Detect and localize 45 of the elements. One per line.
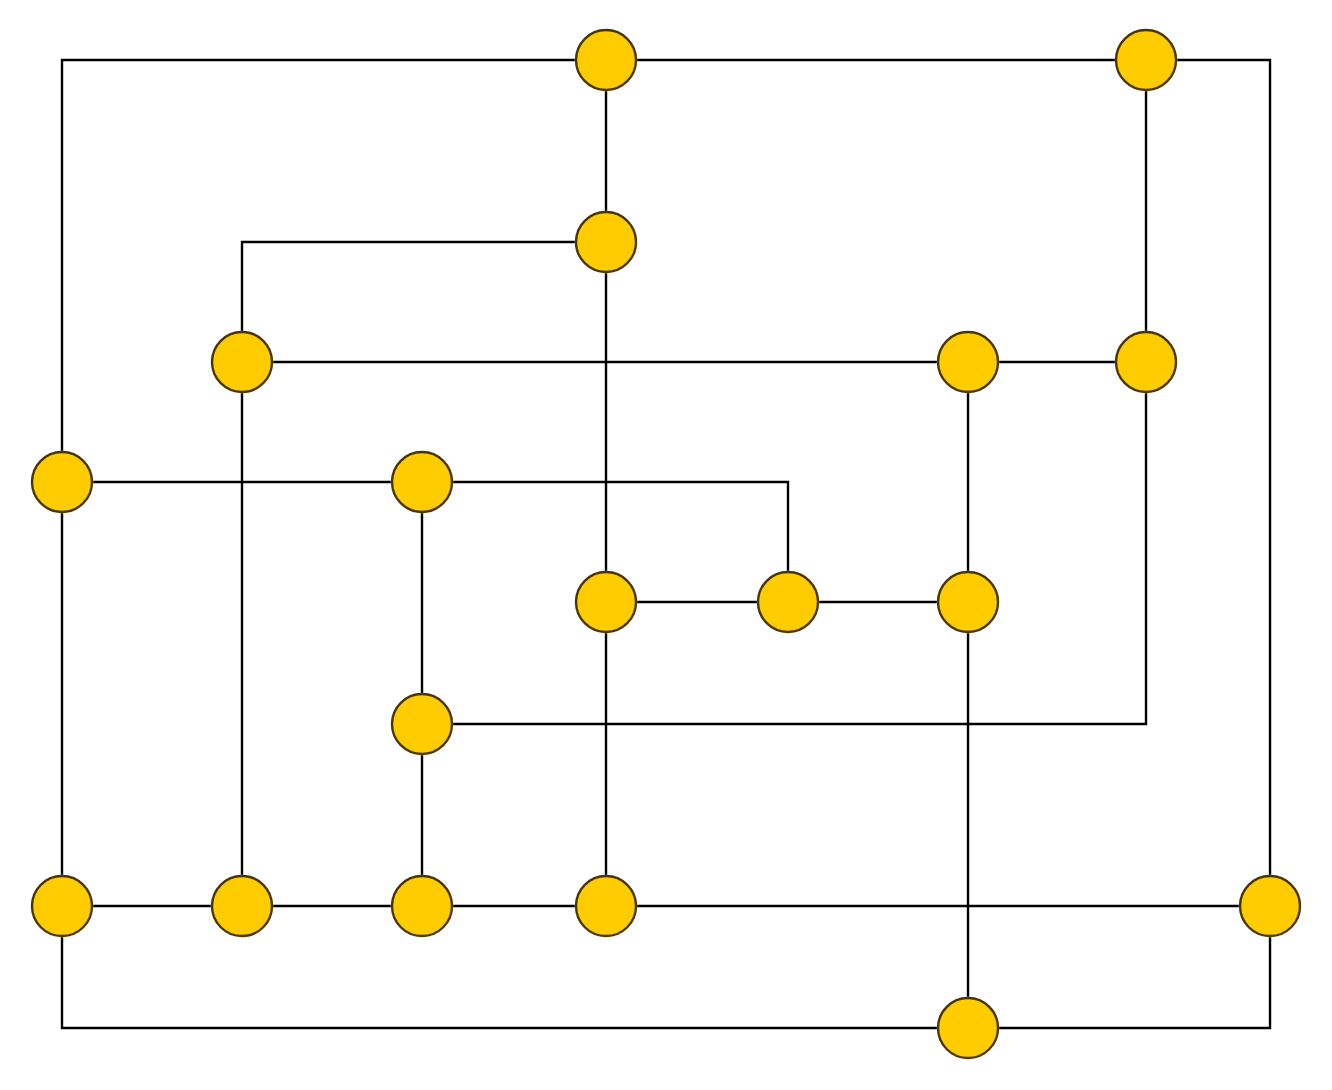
- connector-line: [60, 58, 575, 451]
- connector-line: [453, 393, 1148, 726]
- node-circle: [30, 450, 94, 514]
- node-circle: [30, 874, 94, 938]
- connector-line: [999, 360, 1115, 364]
- connector-line: [240, 393, 244, 875]
- node-circle: [1114, 28, 1178, 92]
- connector-line: [453, 904, 575, 908]
- connector-line: [1144, 91, 1148, 331]
- connector-line: [273, 904, 391, 908]
- node-circle: [390, 450, 454, 514]
- connector-line: [966, 393, 970, 571]
- connector-line: [637, 904, 1239, 908]
- node-circle: [210, 874, 274, 938]
- node-circle: [1114, 330, 1178, 394]
- connector-line: [273, 360, 937, 364]
- node-circle: [936, 570, 1000, 634]
- node-circle: [574, 570, 638, 634]
- node-circle: [390, 692, 454, 756]
- connector-line: [637, 58, 1115, 62]
- connector-line: [966, 633, 970, 997]
- node-circle: [1238, 874, 1302, 938]
- connector-line: [604, 91, 608, 211]
- connector-line: [604, 273, 608, 571]
- node-circle: [936, 330, 1000, 394]
- connector-line: [93, 904, 211, 908]
- connector-line: [1177, 58, 1272, 875]
- connector-line: [604, 633, 608, 875]
- connector-line: [420, 513, 424, 693]
- connector-line: [420, 755, 424, 875]
- node-circle: [390, 874, 454, 938]
- node-circle: [574, 874, 638, 938]
- node-circle: [574, 210, 638, 274]
- connector-line: [60, 937, 937, 1030]
- connector-line: [453, 480, 790, 571]
- connector-line: [819, 600, 937, 604]
- connector-line: [93, 480, 391, 484]
- connector-line: [637, 600, 757, 604]
- node-circle: [756, 570, 820, 634]
- connector-line: [999, 937, 1272, 1030]
- connector-line: [60, 513, 64, 875]
- node-circle: [936, 996, 1000, 1060]
- node-circle: [574, 28, 638, 92]
- connector-line: [240, 240, 575, 331]
- node-circle: [210, 330, 274, 394]
